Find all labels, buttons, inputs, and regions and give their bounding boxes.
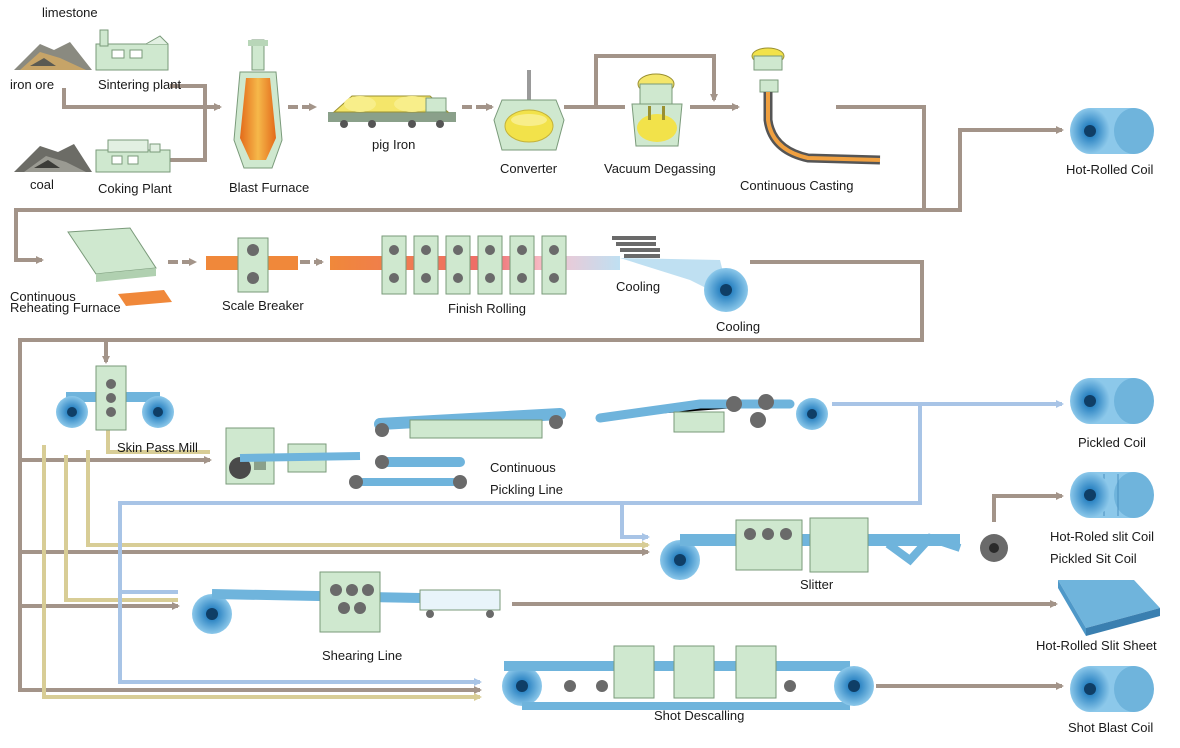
pickled-coil-icon: [1070, 378, 1154, 424]
pipe-iron-ore: [62, 88, 222, 111]
label-coking-plant: Coking Plant: [98, 181, 172, 196]
label-pickled-sit-coil: Pickled Sit Coil: [1050, 551, 1137, 566]
label-shot-blast-coil: Shot Blast Coil: [1068, 720, 1154, 735]
shot-blast-coil-icon: [1070, 666, 1154, 712]
label-continuous-reheating-1: Continuous: [10, 289, 76, 304]
label-limestone: limestone: [42, 5, 98, 20]
label-continuous-casting: Continuous Casting: [740, 178, 854, 193]
pipe-blue-to-slitter: [620, 503, 650, 541]
label-continuous-pickling-2: Pickling Line: [490, 482, 563, 497]
label-continuous-reheating-2: Reheating Furnace: [10, 300, 121, 315]
label-vacuum-degassing: Vacuum Degassing: [604, 161, 716, 176]
cooling-coiler: [620, 258, 748, 312]
reheating-furnace: [67, 227, 172, 306]
label-shearing-line: Shearing Line: [322, 648, 403, 663]
pipe-khaki-2: [86, 450, 650, 549]
pipe-khaki-3: [64, 455, 178, 602]
pig-iron-ladle-car: [328, 95, 456, 128]
label-slitter: Slitter: [800, 577, 834, 592]
pipe-khaki-1: [106, 428, 210, 454]
pipe-blue-pickled-return: [118, 404, 922, 686]
pipe-slitter-to-slit-coil: [992, 492, 1064, 522]
label-pig-iron: pig Iron: [372, 137, 416, 152]
label-skin-pass-mill: Skin Pass Mill: [117, 440, 198, 455]
hot-rolled-slit-sheet-icon: [1058, 580, 1160, 636]
hot-roled-slit-coil-icon: [1070, 472, 1154, 518]
label-shot-descalling: Shot Descalling: [654, 708, 745, 723]
blast-furnace: [233, 39, 283, 169]
label-continuous-pickling-1: Continuous: [490, 460, 556, 475]
coal-pile: [14, 144, 92, 172]
connector-pipes: [14, 54, 1064, 701]
label-sintering-plant: Sintering plant: [98, 77, 182, 92]
shot-descalling-line: [502, 645, 874, 710]
pipe-bypass-degassing: [594, 54, 718, 107]
label-converter: Converter: [500, 161, 558, 176]
label-blast-furnace: Blast Furnace: [229, 180, 310, 195]
vacuum-degassing: [631, 73, 683, 147]
pipe-khaki-4: [42, 445, 482, 701]
label-cooling-1: Cooling: [616, 279, 661, 294]
label-iron-ore: iron ore: [10, 77, 55, 92]
label-finish-rolling: Finish Rolling: [448, 301, 527, 316]
hot-rolled-coil-icon: [1070, 108, 1154, 154]
pipe-sinter-to-furnace: [170, 84, 207, 162]
shearing-line: [192, 571, 501, 634]
continuous-casting: [751, 47, 881, 165]
label-hot-roled-slit-coil: Hot-Roled slit Coil: [1050, 529, 1155, 544]
finish-rolling-mill: [330, 235, 620, 295]
iron-ore-pile: [14, 42, 92, 70]
label-hot-rolled-slit-sheet: Hot-Rolled Slit Sheet: [1036, 638, 1157, 653]
label-cooling-2: Cooling: [716, 319, 761, 334]
pipe-casting-to-hot-coil: [924, 126, 1064, 212]
slitter: [660, 517, 1008, 580]
pickling-line: [225, 394, 828, 489]
converter: [493, 70, 565, 151]
pipe-casting-return: [14, 105, 926, 264]
label-coal: coal: [30, 177, 54, 192]
label-hot-rolled-coil: Hot-Rolled Coil: [1066, 162, 1154, 177]
scale-breaker: [206, 237, 298, 293]
pipe-cooling-return: [18, 260, 924, 694]
label-scale-breaker: Scale Breaker: [222, 298, 304, 313]
skin-pass-mill: [56, 365, 174, 431]
label-pickled-coil: Pickled Coil: [1078, 435, 1146, 450]
coking-plant: [95, 139, 171, 173]
sintering-plant: [95, 29, 169, 71]
cooling-sprays: [612, 236, 660, 258]
